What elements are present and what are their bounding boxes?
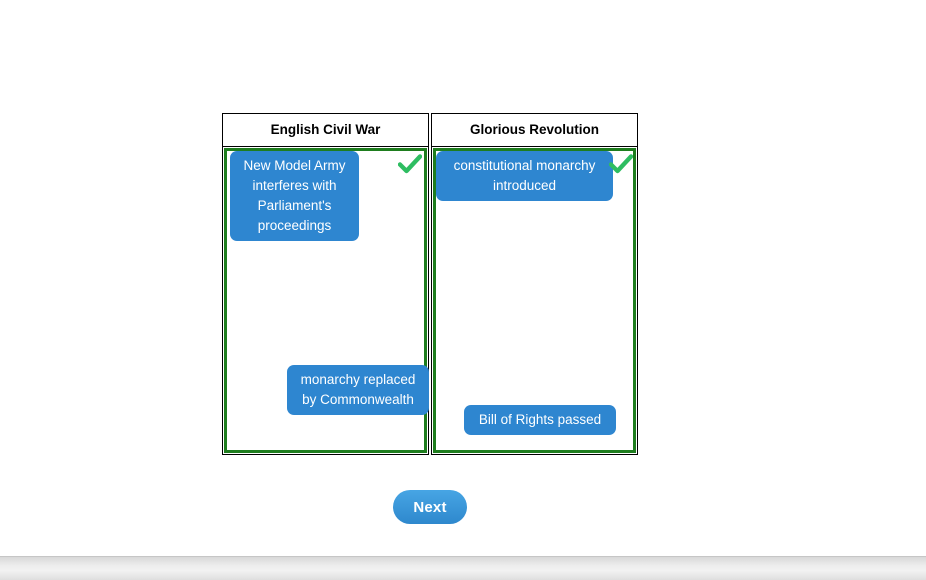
- column-header: Glorious Revolution: [431, 113, 638, 147]
- column-body: constitutional monarchy introduced Bill …: [431, 147, 638, 455]
- column-body: New Model Army interferes with Parliamen…: [222, 147, 429, 455]
- drop-zone-english-civil-war[interactable]: New Model Army interferes with Parliamen…: [224, 148, 429, 453]
- drop-zone-glorious-revolution[interactable]: constitutional monarchy introduced Bill …: [433, 148, 636, 453]
- column-glorious-revolution: Glorious Revolution constitutional monar…: [431, 113, 638, 455]
- answer-chip[interactable]: constitutional monarchy introduced: [436, 151, 613, 201]
- horizontal-scrollbar[interactable]: [0, 556, 926, 580]
- answer-chip[interactable]: monarchy replaced by Commonwealth: [287, 365, 429, 415]
- next-button[interactable]: Next: [393, 490, 467, 524]
- checkmark-icon: [609, 154, 633, 174]
- answer-chip[interactable]: Bill of Rights passed: [464, 405, 616, 435]
- column-english-civil-war: English Civil War New Model Army interfe…: [222, 113, 429, 455]
- column-header: English Civil War: [222, 113, 429, 147]
- category-sort-board: English Civil War New Model Army interfe…: [222, 113, 640, 455]
- answer-chip[interactable]: New Model Army interferes with Parliamen…: [230, 151, 359, 241]
- checkmark-icon: [398, 154, 422, 174]
